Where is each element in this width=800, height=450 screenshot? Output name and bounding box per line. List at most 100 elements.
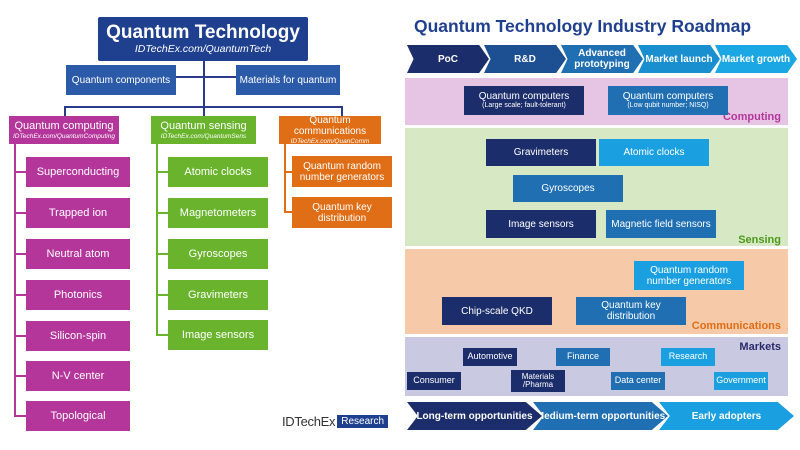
stage-label: Market launch — [645, 53, 713, 65]
sensing-item: Gyroscopes — [168, 239, 268, 269]
connector — [284, 211, 292, 213]
computing-item-label: Silicon-spin — [49, 329, 107, 342]
item-label: Quantum key distribution — [601, 300, 661, 322]
item-label: Data center — [614, 375, 662, 386]
communications-item-label: Quantum key distribution — [312, 201, 372, 224]
quantum-communications-label: Quantum communications — [293, 114, 367, 137]
roadmap-sensing-item: Gyroscopes — [513, 175, 623, 202]
opportunity-chevron: Medium-term opportunities — [533, 402, 668, 430]
stage-chevron: Market growth — [715, 45, 797, 73]
item-note: (Large scale; fault-tolerant) — [482, 102, 566, 110]
quantum-communications-link: IDTechEx.com/QuanComm — [290, 137, 370, 145]
item-label: Gravimeters — [513, 147, 569, 158]
sensing-item-label: Gravimeters — [188, 288, 248, 301]
opportunity-chevron: Long-term opportunities — [407, 402, 542, 430]
computing-item: Topological — [26, 401, 130, 431]
tree-root: Quantum Technology IDTechEx.com/QuantumT… — [98, 17, 308, 61]
opportunity-label: Long-term opportunities — [416, 410, 533, 422]
stage-label: Market growth — [721, 53, 791, 65]
item-label: Gyroscopes — [541, 183, 595, 194]
materials-for-quantum-node: Materials for quantum — [236, 65, 340, 95]
communications-item: Quantum key distribution — [292, 197, 392, 228]
roadmap-sensing-item: Atomic clocks — [599, 139, 709, 166]
stage-chevron: PoC — [407, 45, 489, 73]
item-label: Quantum random number generators — [646, 264, 732, 287]
item-main: Quantum computers — [622, 91, 714, 103]
computing-item-label: Photonics — [53, 288, 103, 301]
computing-item: Silicon-spin — [26, 321, 130, 351]
connector — [156, 253, 168, 255]
connector — [284, 171, 292, 173]
markets-panel-label: Markets — [739, 341, 781, 353]
opportunity-label: Early adopters — [691, 410, 762, 422]
sensing-item-label: Magnetometers — [179, 206, 257, 219]
connector — [14, 375, 26, 377]
brand-tag: Research — [337, 415, 389, 428]
sensing-item-label: Atomic clocks — [184, 165, 252, 178]
quantum-communications-node: Quantum communications IDTechEx.com/Quan… — [279, 114, 381, 145]
quantum-components-node: Quantum components — [66, 65, 176, 95]
connector — [203, 77, 205, 107]
roadmap-communications-item: Chip-scale QKD — [442, 297, 552, 325]
sensing-item-label: Gyroscopes — [188, 247, 248, 260]
quantum-computing-label: Quantum computing — [14, 119, 114, 132]
computing-item: Trapped ion — [26, 198, 130, 228]
communications-panel-label: Communications — [691, 320, 781, 332]
sensing-panel-label: Sensing — [738, 234, 781, 246]
market-item: Research — [661, 348, 715, 366]
connector — [64, 106, 66, 116]
computing-panel-label: Computing — [722, 111, 781, 123]
market-item: Government — [714, 372, 768, 390]
stage-label: PoC — [438, 53, 458, 65]
roadmap-sensing-item: Image sensors — [486, 210, 596, 238]
connector — [14, 294, 26, 296]
sensing-spine — [156, 144, 158, 335]
computing-item-label: Neutral atom — [46, 247, 110, 260]
communications-spine — [284, 144, 286, 212]
stage-label: Advanced prototyping — [574, 48, 630, 70]
connector — [14, 212, 26, 214]
stage-label: R&D — [514, 53, 536, 65]
computing-item: Superconducting — [26, 157, 130, 187]
connector — [14, 415, 26, 417]
market-item: Materials /Pharma — [511, 370, 565, 392]
stage-chevron: Advanced prototyping — [561, 45, 643, 73]
communications-item: Quantum random number generators — [292, 156, 392, 187]
computing-item: Neutral atom — [26, 239, 130, 269]
item-label: Consumer — [413, 375, 455, 386]
item-label: Materials /Pharma — [521, 371, 555, 389]
item-main: Quantum computers — [478, 91, 570, 103]
item-label: Magnetic field sensors — [611, 218, 711, 230]
quantum-components-label: Quantum components — [71, 74, 171, 86]
opportunity-label: Medium-term opportunities — [535, 410, 666, 422]
computing-item-label: Topological — [50, 409, 106, 422]
connector — [156, 171, 168, 173]
connector — [156, 334, 168, 336]
communications-item-label: Quantum random number generators — [299, 160, 385, 183]
sensing-item-label: Image sensors — [181, 328, 255, 341]
brand-name: IDTechEx — [282, 414, 336, 429]
sensing-item: Image sensors — [168, 320, 268, 350]
item-label: Chip-scale QKD — [461, 305, 533, 317]
quantum-sensing-node: Quantum sensing IDTechEx.com/QuantumSens — [151, 116, 256, 144]
materials-for-quantum-label: Materials for quantum — [239, 74, 337, 86]
item-label: Finance — [566, 351, 600, 362]
market-item: Automotive — [463, 348, 517, 366]
roadmap-sensing-item: Magnetic field sensors — [606, 210, 716, 238]
computing-item-label: N-V center — [51, 369, 105, 382]
quantum-computing-link: IDTechEx.com/QuantumComputing — [12, 132, 115, 140]
roadmap-sensing-item: Gravimeters — [486, 139, 596, 166]
connector — [14, 253, 26, 255]
idtechex-logo: IDTechEx Research — [282, 414, 389, 429]
market-item: Finance — [556, 348, 610, 366]
item-label: Government — [716, 375, 766, 386]
roadmap-title: Quantum Technology Industry Roadmap — [414, 16, 752, 36]
sensing-item: Gravimeters — [168, 280, 268, 310]
sensing-item: Atomic clocks — [168, 157, 268, 187]
item-label: Research — [668, 351, 708, 362]
item-label: Automotive — [467, 351, 513, 362]
connector — [176, 76, 236, 78]
item-label: Image sensors — [508, 218, 574, 230]
connector — [14, 335, 26, 337]
roadmap-communications-item: Quantum random number generators — [634, 261, 744, 290]
